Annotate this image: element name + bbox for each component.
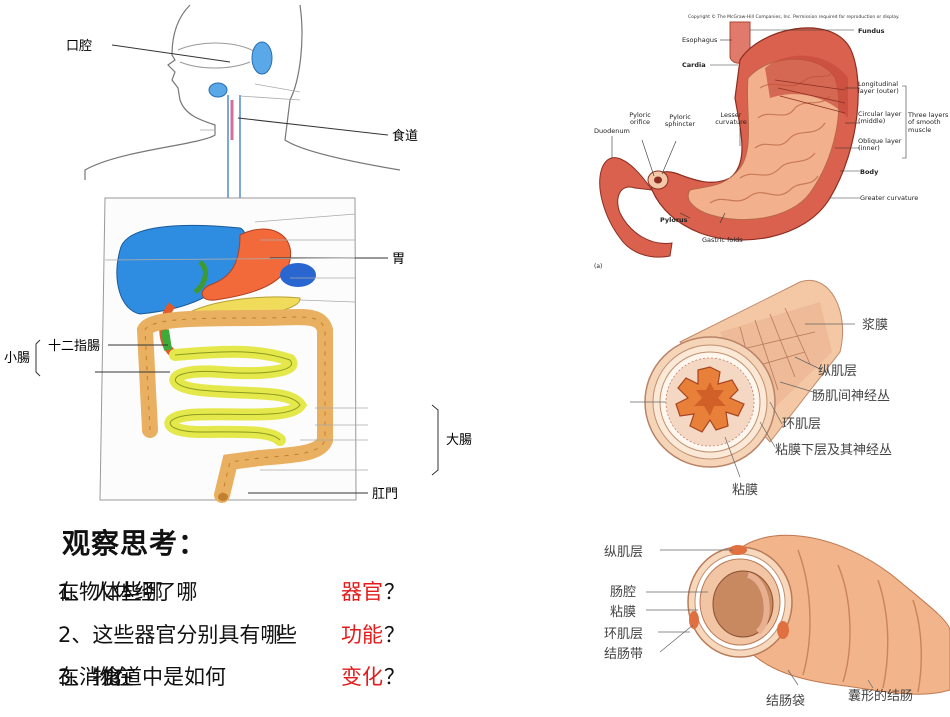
label-st-esophagus: Esophagus bbox=[682, 36, 718, 44]
digestive-svg: 口腔 食道 胃 十二指腸 小腸 大腸 肛門 bbox=[4, 4, 472, 503]
label-int-circular: 环肌层 bbox=[782, 417, 821, 432]
question-1-text-a: 1、人体经了哪 bbox=[58, 580, 198, 604]
submandibular-gland bbox=[208, 82, 228, 98]
muscle-layers bbox=[765, 55, 848, 118]
question-1-text-b: 在物体些哪 bbox=[58, 580, 163, 604]
question-1-mark: ？ bbox=[384, 580, 405, 604]
label-body: Body bbox=[860, 168, 879, 176]
spleen bbox=[280, 263, 316, 287]
label-mouth: 口腔 bbox=[66, 39, 92, 54]
head-outline bbox=[84, 4, 401, 180]
question-3-keyword: 变化 bbox=[341, 665, 383, 689]
label-haustra: 结肠袋 bbox=[766, 694, 805, 709]
label-greater-curvature: Greater curvature bbox=[860, 194, 918, 202]
copyright-text: Copyright © The McGraw-Hill Companies, I… bbox=[688, 13, 899, 20]
label-colon-lumen: 肠腔 bbox=[610, 585, 636, 600]
label-oblique-layer: Oblique layer (inner) bbox=[858, 138, 902, 153]
label-fundus: Fundus bbox=[858, 27, 885, 35]
label-plexus: 肠肌间神经丛 bbox=[812, 389, 890, 404]
label-circular-layer: Circular layer (middle) bbox=[858, 111, 902, 126]
label-colon-name: 囊形的结肠 bbox=[848, 688, 913, 704]
parotid-gland bbox=[251, 41, 273, 75]
label-pylorus: Pylorus bbox=[660, 216, 688, 224]
label-stomach: 胃 bbox=[392, 252, 405, 267]
label-large-intestine: 大腸 bbox=[446, 433, 472, 448]
label-gastric-folds: Gastric folds bbox=[702, 236, 743, 244]
question-2-mark: ？ bbox=[384, 623, 405, 647]
label-small-intestine: 小腸 bbox=[4, 351, 30, 366]
label-esophagus: 食道 bbox=[392, 128, 418, 144]
label-submucosa: 粘膜下层及其神经丛 bbox=[775, 443, 892, 458]
question-3-text-b: 在消化道中是如何 bbox=[58, 665, 226, 689]
label-colon-mucosa: 粘膜 bbox=[610, 605, 636, 620]
question-2-text: 2、这些器官分别具有哪 bbox=[58, 623, 282, 647]
label-serosa: 浆膜 bbox=[862, 318, 888, 333]
question-3-text-a: 3、物在 bbox=[58, 665, 135, 689]
label-st-duodenum: Duodenum bbox=[594, 127, 630, 135]
label-pyloric-sphincter: Pyloric sphincter bbox=[664, 114, 696, 129]
label-taenia: 结肠带 bbox=[604, 647, 643, 662]
label-duodenum: 十二指腸 bbox=[48, 339, 100, 354]
intestine-section-figure: 浆膜 纵肌层 肠肌间神经丛 环肌层 粘膜下层及其神经丛 粘膜 bbox=[610, 272, 950, 507]
stomach-svg: Copyright © The McGraw-Hill Companies, I… bbox=[594, 13, 949, 270]
label-pyloric-orifice: Pyloric orifice bbox=[629, 112, 651, 127]
label-lesser-curvature: Lesser curvature bbox=[715, 112, 747, 127]
intestine-svg: 浆膜 纵肌层 肠肌间神经丛 环肌层 粘膜下层及其神经丛 粘膜 bbox=[630, 279, 892, 498]
label-colon-circular: 环肌层 bbox=[604, 627, 643, 642]
questions-title: 观察思考： bbox=[62, 527, 208, 560]
stomach-organ bbox=[201, 228, 292, 301]
question-2-keyword: 功能 bbox=[341, 623, 383, 647]
label-colon-longitudinal: 纵肌层 bbox=[604, 545, 643, 560]
label-anus: 肛門 bbox=[372, 487, 398, 502]
digestive-system-diagram: 口腔 食道 胃 十二指腸 小腸 大腸 肛門 bbox=[0, 0, 490, 510]
label-cardia: Cardia bbox=[682, 61, 706, 69]
colon-figure: 纵肌层 肠腔 粘膜 环肌层 结肠带 结肠袋 囊形的结肠 bbox=[598, 520, 950, 713]
label-three-layers: Three layers of smooth muscle bbox=[908, 112, 949, 134]
question-3-text-c: 食 bbox=[102, 665, 123, 689]
stomach-anatomy-figure: Copyright © The McGraw-Hill Companies, I… bbox=[590, 8, 950, 270]
question-3-mark: ？ bbox=[384, 665, 405, 689]
label-int-longitudinal: 纵肌层 bbox=[818, 364, 857, 379]
label-longitudinal-layer: Longitudinal layer (outer) bbox=[858, 81, 899, 96]
question-1-keyword: 器官 bbox=[341, 580, 383, 604]
colon-svg: 纵肌层 肠腔 粘膜 环肌层 结肠带 结肠袋 囊形的结肠 bbox=[604, 534, 950, 709]
label-panel-a: (a) bbox=[594, 263, 602, 270]
colon-lumen bbox=[712, 570, 774, 638]
label-int-mucosa: 粘膜 bbox=[732, 483, 758, 498]
stomach-duodenum bbox=[599, 157, 673, 258]
question-2-text-b: 些 bbox=[276, 623, 297, 647]
